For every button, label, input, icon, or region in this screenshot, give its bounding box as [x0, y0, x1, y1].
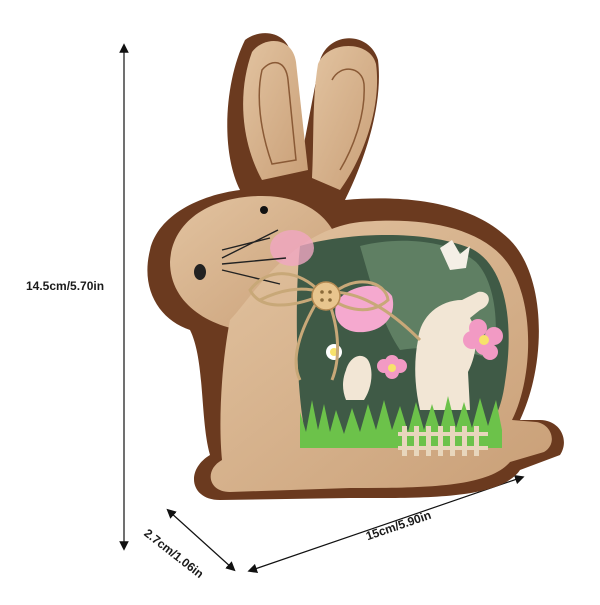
flower-icon: [463, 319, 503, 360]
eye: [260, 206, 268, 214]
flower-icon: [377, 355, 407, 379]
whiskers: [221, 229, 287, 285]
wooden-button: [311, 281, 341, 311]
twine-bow: [248, 272, 422, 381]
cheek-blush: [270, 230, 314, 266]
fence: [398, 426, 488, 456]
height-label: 14.5cm/5.70in: [26, 279, 105, 293]
bunny-face: [194, 206, 314, 285]
butterfly-icon: [440, 240, 470, 270]
width-dimension-line: [247, 475, 525, 573]
small-bunny-figure: [415, 291, 489, 410]
cutout-scene: [296, 234, 509, 456]
flower-icon: [326, 344, 342, 360]
depth-dimension-line: [166, 508, 236, 572]
nose: [194, 264, 206, 280]
